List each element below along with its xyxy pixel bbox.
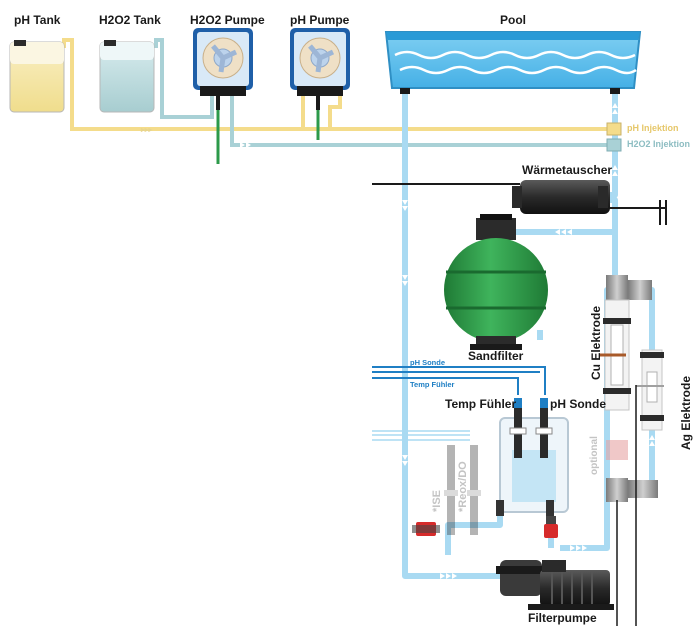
optional-label: optional (589, 436, 600, 475)
ph-probe-label: pH Sonde (550, 397, 606, 411)
ph-injection-label: pH Injektion (627, 123, 679, 133)
h2o2-pump (193, 28, 253, 164)
ph-tank (9, 40, 65, 113)
filter-pump-label: Filterpumpe (528, 611, 597, 625)
cu-electrode (600, 275, 658, 626)
ag-electrode (635, 349, 664, 626)
h2o2-tank (99, 40, 155, 113)
h2o2-injection-point (606, 138, 622, 152)
heat-exchanger (372, 180, 667, 225)
ph-pump (290, 28, 350, 140)
flow-arrows (240, 103, 655, 579)
sensor-cables (372, 366, 546, 441)
redox-label: *Reox/DO (457, 461, 469, 512)
h2o2-pump-label: H2O2 Pumpe (190, 13, 265, 27)
ph-tank-label: pH Tank (14, 13, 61, 27)
temp-sensor-line-label: Temp Fühler (410, 380, 455, 389)
temp-sensor-label: Temp Fühler (445, 397, 516, 411)
sandfilter-label: Sandfilter (468, 349, 524, 363)
pool (384, 31, 642, 94)
ise-label: *ISE (431, 490, 443, 512)
ph-injection-point (606, 122, 622, 136)
ag-electrode-label: Ag Elektrode (679, 376, 693, 450)
optional-probes (444, 445, 481, 535)
filter-pump (496, 560, 614, 610)
pool-label: Pool (500, 13, 526, 27)
h2o2-injection-label: H2O2 Injektion (627, 139, 690, 149)
svg-text:▸▸▸: ▸▸▸ (140, 125, 154, 134)
cu-electrode-label: Cu Elektrode (589, 306, 603, 380)
h2o2-tank-label: H2O2 Tank (99, 13, 161, 27)
sand-filter (444, 214, 548, 350)
heat-exchanger-label: Wärmetauscher (522, 163, 612, 177)
valves (412, 516, 558, 538)
h2o2-chemical-line (154, 38, 612, 147)
ph-pump-label: pH Pumpe (290, 13, 350, 27)
ph-probe-line-label: pH Sonde (410, 358, 445, 367)
probe-holder (496, 398, 569, 516)
